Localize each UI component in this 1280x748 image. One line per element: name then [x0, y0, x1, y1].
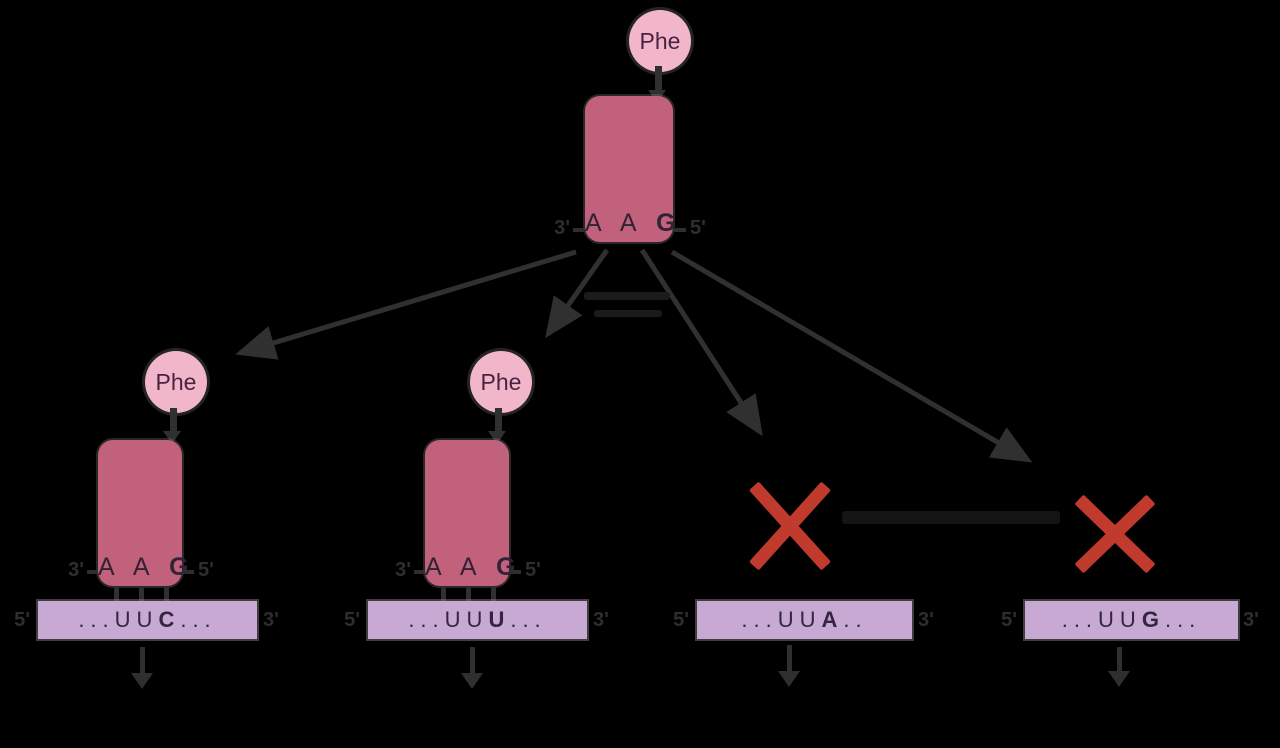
arrow-to-codon-uuc — [235, 249, 577, 360]
five-prime-label: 5' — [1001, 609, 1017, 631]
wobble-base: G — [169, 553, 196, 581]
five-prime-label: 5' — [14, 609, 30, 631]
three-prime-label: 3' — [68, 559, 84, 581]
three-prime-label: 3' — [918, 609, 934, 631]
five-prime-label: 5' — [344, 609, 360, 631]
base-pair-bond — [114, 587, 119, 601]
three-prime-label: 3' — [554, 217, 570, 239]
arrow-to-codon-uug — [670, 249, 1033, 463]
amino-acid-circle: Phe — [470, 351, 532, 413]
three-prime-label: 3' — [593, 609, 609, 631]
faint-label-smudge — [584, 292, 670, 300]
amino-acid-label: Phe — [480, 368, 522, 395]
no-pairing-x-icon — [749, 481, 831, 571]
base-pair-bond — [491, 587, 496, 601]
result-arrow — [470, 647, 475, 674]
anticodon-sequence: A A G — [585, 209, 683, 237]
end-dash — [573, 228, 585, 232]
five-prime-label: 5' — [525, 559, 541, 581]
five-prime-label: 5' — [690, 217, 706, 239]
trna-body: A A G — [98, 440, 196, 586]
three-prime-label: 3' — [1243, 609, 1259, 631]
end-dash — [414, 570, 425, 574]
amino-trna-connector — [170, 408, 177, 434]
base-pair-bond — [164, 587, 169, 601]
amino-acid-label: Phe — [639, 27, 681, 54]
result-arrowhead-icon — [131, 673, 153, 689]
faint-label-smudge — [842, 511, 1060, 524]
five-prime-label: 5' — [198, 559, 214, 581]
faint-label-smudge — [594, 310, 662, 317]
result-arrow — [787, 645, 792, 672]
wobble-base: G — [1141, 607, 1165, 632]
amino-acid-circle: Phe — [145, 351, 207, 413]
arrow-to-codon-uua — [639, 248, 763, 437]
amino-trna-connector — [495, 408, 502, 434]
result-arrow — [140, 647, 145, 674]
end-dash — [183, 570, 194, 574]
no-pairing-x-icon — [1074, 494, 1155, 574]
amino-trna-connector — [655, 66, 662, 92]
amino-acid-label: Phe — [155, 368, 197, 395]
anticodon-sequence: A A G — [98, 553, 196, 581]
end-dash — [510, 570, 521, 574]
result-arrowhead-icon — [1108, 671, 1130, 687]
trna-body: A A G — [585, 96, 683, 242]
base-pair-bond — [139, 587, 144, 601]
five-prime-label: 5' — [673, 609, 689, 631]
three-prime-label: 3' — [395, 559, 411, 581]
result-arrowhead-icon — [461, 673, 483, 689]
anticodon-sequence: A A G — [425, 553, 523, 581]
wobble-base: C — [158, 607, 181, 632]
wobble-base: U — [488, 607, 511, 632]
trna-body: A A G — [425, 440, 523, 586]
wobble-base: G — [496, 553, 523, 581]
wobble-base: A — [821, 607, 844, 632]
result-arrowhead-icon — [778, 671, 800, 687]
arrow-to-codon-uuu — [545, 248, 610, 339]
base-pair-bond — [441, 587, 446, 601]
end-dash — [674, 228, 686, 232]
wobble-base: G — [656, 209, 683, 237]
result-arrow — [1117, 647, 1122, 672]
end-dash — [87, 570, 98, 574]
three-prime-label: 3' — [263, 609, 279, 631]
base-pair-bond — [466, 587, 471, 601]
amino-acid-circle: Phe — [629, 10, 691, 72]
